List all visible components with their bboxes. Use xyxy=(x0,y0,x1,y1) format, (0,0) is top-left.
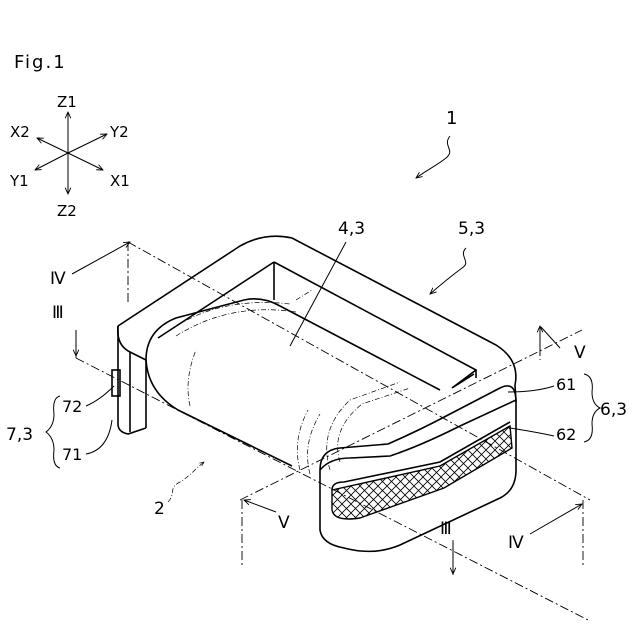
top-core-plate xyxy=(118,236,516,402)
callout-hidden-ref-leader xyxy=(168,462,204,502)
device-leader xyxy=(416,136,450,178)
axis-x2-label: X2 xyxy=(10,123,30,141)
callout-hidden-ref: 2 xyxy=(154,499,165,519)
callout-top-core: 5,3 xyxy=(458,219,485,239)
section-label-iii-left: Ⅲ xyxy=(52,303,64,323)
section-arrows xyxy=(72,242,582,574)
callout-layer-71-leader xyxy=(86,420,112,454)
axis-z2-label: Z2 xyxy=(57,202,77,220)
callout-layer-72: 72 xyxy=(62,397,82,416)
axis-indicator: Z1 Z2 X2 Y2 Y1 X1 xyxy=(9,93,130,220)
axis-y2-label: Y2 xyxy=(109,123,129,141)
left-end-core xyxy=(112,326,146,434)
callout-winding: 4,3 xyxy=(338,219,365,239)
brace-6 xyxy=(584,374,600,442)
axis-y1-label: Y1 xyxy=(9,172,29,190)
callout-winding-leader xyxy=(290,242,346,346)
callout-top-core-leader xyxy=(430,248,466,294)
callout-layer-71: 71 xyxy=(62,445,82,464)
axis-x1-label: X1 xyxy=(110,172,130,190)
callout-end-core: 7,3 xyxy=(6,425,33,445)
callout-layer-72-leader xyxy=(86,386,114,406)
section-label-iv-bottom: Ⅳ xyxy=(508,533,524,553)
callout-layer-62: 62 xyxy=(556,425,576,444)
callout-layer-61: 61 xyxy=(556,375,576,394)
right-end-core xyxy=(320,386,516,552)
device-number: 1 xyxy=(446,108,457,129)
figure-label: Fig.1 xyxy=(14,52,67,73)
section-lines xyxy=(76,242,590,620)
brace-7 xyxy=(46,396,60,468)
section-label-iv-left: Ⅳ xyxy=(50,269,66,289)
axis-z1-label: Z1 xyxy=(57,93,77,111)
callout-side-core: 6,3 xyxy=(600,400,627,420)
section-label-v-bottom: Ⅴ xyxy=(278,513,290,533)
section-label-v-right: Ⅴ xyxy=(574,343,586,363)
